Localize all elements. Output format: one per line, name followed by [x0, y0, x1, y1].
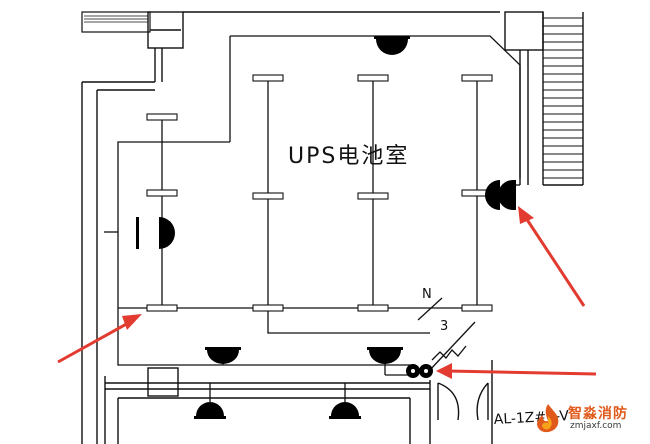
wire-count-label: 3 [440, 319, 448, 334]
arrow-left-wire [57, 320, 131, 364]
room-label: UPS电池室 [288, 144, 409, 169]
double-lamp-symbol [406, 364, 433, 378]
flame-logo-icon [537, 404, 559, 433]
switch-symbol [431, 345, 467, 361]
walls [81, 11, 584, 444]
wiring [104, 35, 521, 402]
watermark-url: zmjaxf.com [570, 421, 622, 431]
watermark-name: 智淼消防 [568, 406, 628, 422]
neutral-label: N [422, 287, 432, 302]
annotation-arrows [57, 206, 597, 379]
watermark-logo: 智淼消防 zmjaxf.com [530, 402, 642, 438]
arrowhead-double-lamp [436, 363, 452, 379]
arrow-right-lamp [524, 217, 586, 307]
tube-fittings [146, 74, 493, 312]
emergency-lamps [136, 36, 516, 419]
arrowhead-right-lamp [518, 206, 534, 224]
stair-hatch [543, 17, 583, 179]
arrowhead-left-wire [122, 314, 142, 330]
arrow-double-lamp [447, 369, 597, 376]
